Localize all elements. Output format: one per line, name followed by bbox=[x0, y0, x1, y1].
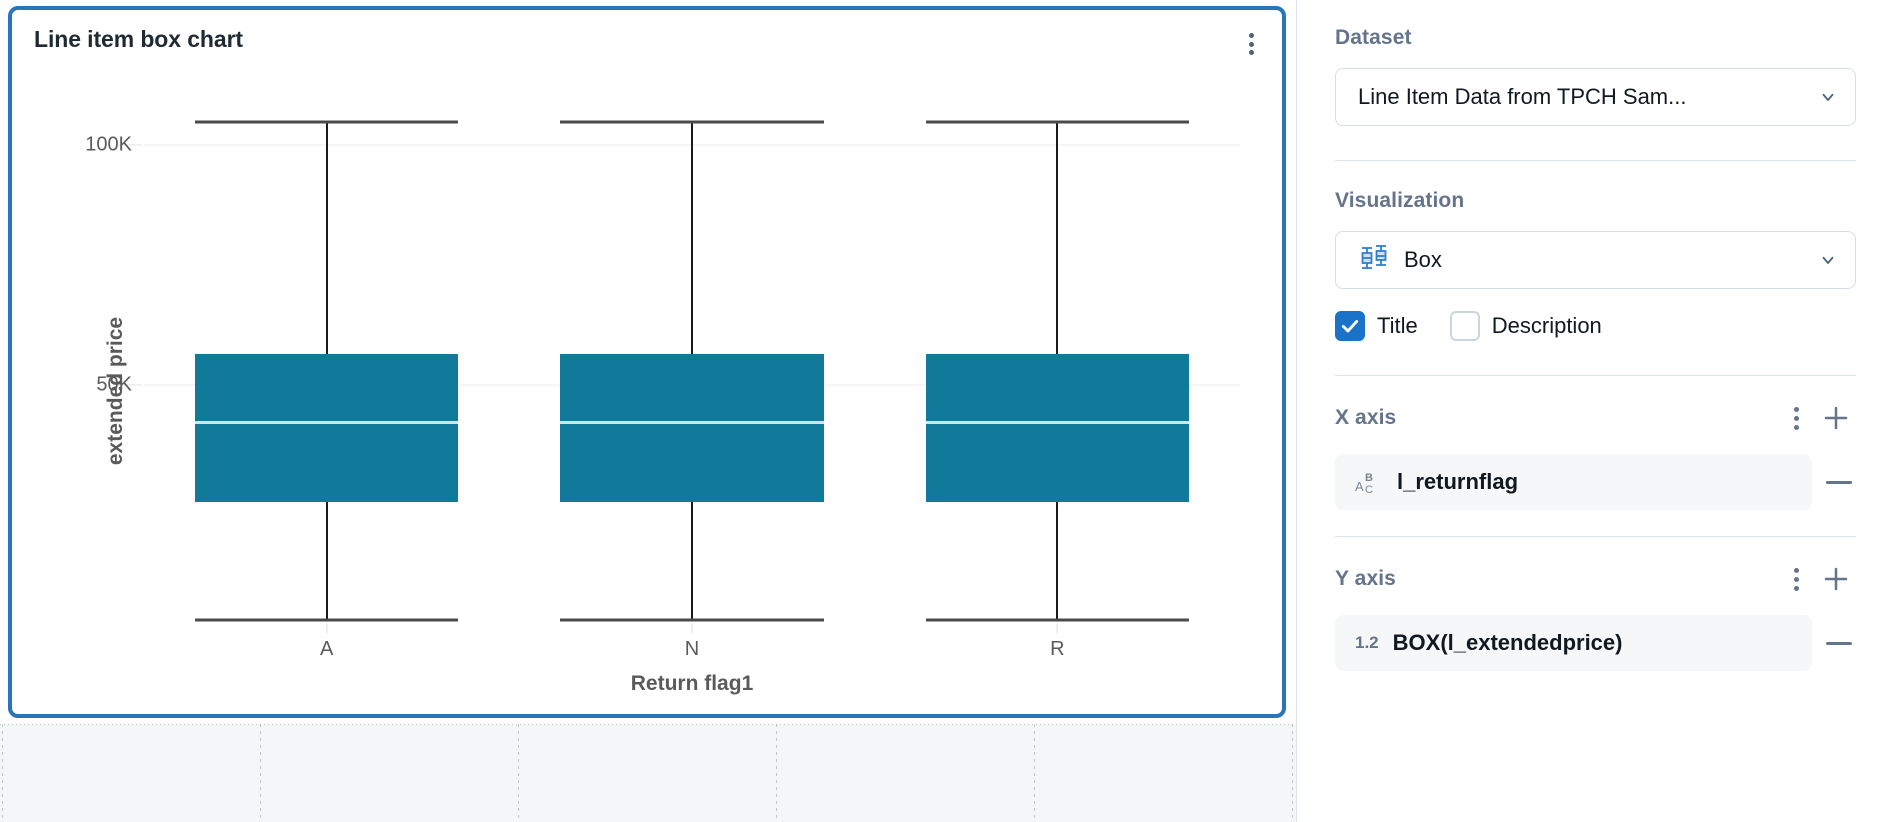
description-checkbox[interactable] bbox=[1449, 311, 1480, 341]
plot-area: 100K 50K A N R bbox=[85, 88, 1240, 660]
median-line bbox=[560, 421, 824, 425]
svg-text:C: C bbox=[1365, 484, 1373, 495]
x-axis-title: Return flag1 bbox=[630, 672, 754, 695]
y-tick-mark bbox=[118, 384, 142, 386]
x-tick-label: A bbox=[319, 638, 334, 660]
x-tick-label: R bbox=[1050, 638, 1065, 660]
median-line bbox=[195, 421, 459, 425]
chart-title: Line item box chart bbox=[34, 26, 243, 52]
section-divider bbox=[1335, 375, 1856, 376]
grid-guide-vertical bbox=[518, 724, 519, 822]
median-line bbox=[925, 421, 1189, 425]
x-tick-mark bbox=[691, 624, 693, 633]
y-axis-menu-icon[interactable] bbox=[1776, 559, 1816, 599]
whisker-cap-max bbox=[560, 120, 824, 124]
whisker-cap-max bbox=[925, 120, 1189, 124]
visualization-options: Title Description bbox=[1335, 311, 1856, 341]
svg-text:A: A bbox=[1355, 479, 1364, 494]
x-axis-field-l-returnflag[interactable]: A B C l_returnflag bbox=[1335, 454, 1812, 510]
grid-guide-vertical bbox=[2, 724, 3, 822]
y-tick-label: 50K bbox=[96, 373, 132, 396]
visualization-select[interactable]: Box bbox=[1335, 231, 1856, 289]
number-type-icon: 1.2 bbox=[1355, 633, 1379, 652]
dataset-section: Dataset Line Item Data from TPCH Sam... bbox=[1335, 0, 1856, 126]
y-axis-field-name: BOX(l_extendedprice) bbox=[1392, 630, 1623, 655]
box-plot-group[interactable]: R bbox=[925, 88, 1189, 660]
x-axis-add-icon[interactable] bbox=[1816, 398, 1856, 438]
chevron-down-icon bbox=[1819, 88, 1837, 106]
y-axis-add-icon[interactable] bbox=[1816, 559, 1856, 599]
title-checkbox-label: Title bbox=[1377, 313, 1418, 338]
x-tick-mark bbox=[326, 624, 328, 633]
x-axis-remove-field-icon[interactable] bbox=[1822, 465, 1856, 499]
box-iqr[interactable] bbox=[195, 353, 459, 502]
x-tick-mark bbox=[1056, 624, 1058, 633]
y-axis-field-row: 1.2 BOX(l_extendedprice) bbox=[1335, 615, 1856, 671]
visualization-section: Visualization bbox=[1335, 161, 1856, 341]
section-divider bbox=[1335, 536, 1856, 537]
whisker-cap-min bbox=[560, 618, 824, 622]
x-axis-field-name: l_returnflag bbox=[1397, 469, 1519, 494]
y-axis-header: Y axis bbox=[1335, 559, 1856, 599]
description-checkbox-label: Description bbox=[1491, 313, 1602, 338]
y-tick-label: 100K bbox=[85, 133, 132, 156]
abc-text-type-icon: A B C bbox=[1355, 469, 1383, 496]
x-tick-label: N bbox=[684, 638, 700, 660]
whisker-cap-min bbox=[925, 618, 1189, 622]
grid-guide-vertical bbox=[1292, 724, 1293, 822]
box-plot-icon bbox=[1358, 243, 1394, 278]
chart-card-header: Line item box chart bbox=[12, 10, 1282, 68]
title-checkbox[interactable] bbox=[1335, 311, 1365, 341]
visualization-selected-value: Box bbox=[1404, 247, 1442, 272]
box-plot-group[interactable]: N bbox=[560, 88, 824, 660]
box-iqr[interactable] bbox=[560, 353, 824, 502]
dataset-label: Dataset bbox=[1335, 26, 1412, 49]
chevron-down-icon bbox=[1819, 251, 1837, 269]
x-axis-section: X axis A B C bbox=[1335, 376, 1856, 510]
visualization-label: Visualization bbox=[1335, 189, 1465, 212]
chart-menu-icon[interactable] bbox=[1240, 30, 1262, 58]
box-plot-group[interactable]: A bbox=[195, 88, 459, 660]
config-panel: Dataset Line Item Data from TPCH Sam... … bbox=[1296, 0, 1894, 822]
box-iqr[interactable] bbox=[925, 353, 1189, 502]
x-axis-label: X axis bbox=[1335, 406, 1397, 429]
dataset-select[interactable]: Line Item Data from TPCH Sam... bbox=[1335, 68, 1856, 126]
y-axis-remove-field-icon[interactable] bbox=[1822, 626, 1856, 660]
y-axis-label: Y axis bbox=[1335, 567, 1396, 590]
svg-text:B: B bbox=[1365, 472, 1373, 484]
dataset-selected-value: Line Item Data from TPCH Sam... bbox=[1358, 84, 1687, 109]
y-tick-mark bbox=[118, 144, 142, 146]
x-axis-menu-icon[interactable] bbox=[1776, 398, 1816, 438]
grid-guide-vertical bbox=[1034, 724, 1035, 822]
x-axis-header: X axis bbox=[1335, 398, 1856, 438]
y-axis-section: Y axis 1.2 BOX(l_extendedprice) bbox=[1335, 537, 1856, 671]
grid-guide-vertical bbox=[260, 724, 261, 822]
x-axis-field-row: A B C l_returnflag bbox=[1335, 454, 1856, 510]
section-divider bbox=[1335, 160, 1856, 161]
grid-guide-vertical bbox=[776, 724, 777, 822]
whisker-cap-max bbox=[195, 120, 459, 124]
y-axis-field-box-extendedprice[interactable]: 1.2 BOX(l_extendedprice) bbox=[1335, 615, 1812, 671]
whisker-cap-min bbox=[195, 618, 459, 622]
